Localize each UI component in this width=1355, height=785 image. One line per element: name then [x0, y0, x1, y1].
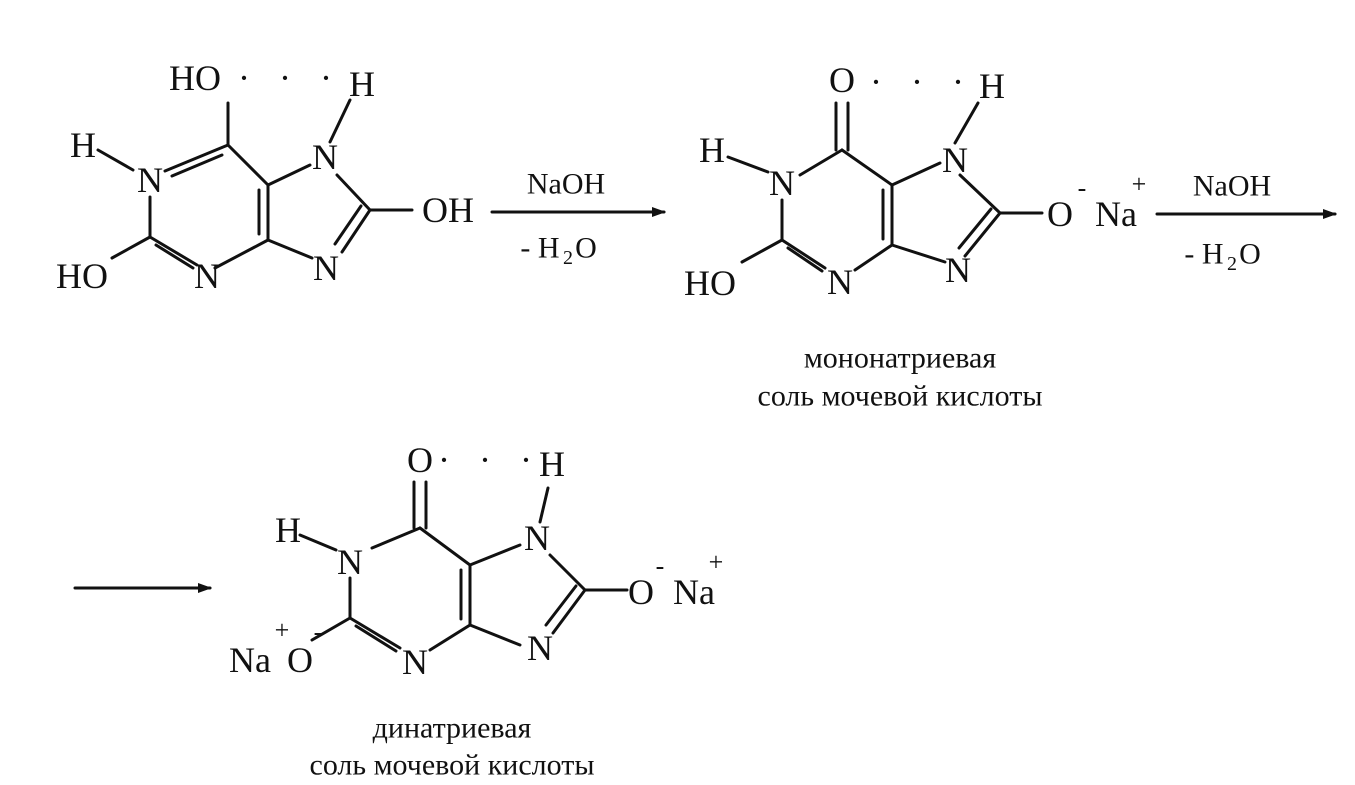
charge-label: + — [1132, 170, 1147, 199]
hydrogen-bond-dots: · · · — [870, 62, 974, 102]
charge-label: - — [1078, 174, 1087, 203]
atom-label: H — [275, 510, 301, 550]
atom-label: Na — [1095, 194, 1137, 234]
reaction-arrow-1: NaOH - H 2 O — [490, 168, 666, 269]
atom-label: N — [527, 628, 553, 668]
atom-label: N — [137, 160, 163, 200]
atom-label: HO — [169, 58, 221, 98]
atom-label: N — [337, 542, 363, 582]
atom-label: H — [349, 64, 375, 104]
reagent-subscript: 2 — [563, 247, 573, 269]
caption-line: мононатриевая — [804, 342, 997, 375]
disodium-urate-structure: O · · · H H N N O - Na + Na + O - N N — [229, 440, 723, 682]
atom-label: O — [628, 572, 654, 612]
atom-label: HO — [684, 263, 736, 303]
atom-label: H — [539, 444, 565, 484]
caption-line: динатриевая — [373, 712, 532, 745]
atom-label: H — [70, 125, 96, 165]
charge-label: + — [709, 548, 724, 577]
atom-label: OH — [422, 190, 474, 230]
atom-label: N — [769, 163, 795, 203]
reaction-arrow-2: NaOH - H 2 O — [1155, 170, 1337, 275]
reagent-label: - H — [520, 232, 559, 265]
atom-label: N — [524, 518, 550, 558]
atom-label: N — [945, 250, 971, 290]
atom-label: N — [312, 137, 338, 177]
atom-label: N — [402, 642, 428, 682]
monosodium-urate-structure: O · · · H H N N O - Na + HO N N — [684, 60, 1146, 303]
atom-label: O — [1047, 194, 1073, 234]
atom-label: N — [827, 262, 853, 302]
atom-label: HO — [56, 256, 108, 296]
reagent-label: O — [1239, 238, 1261, 271]
atom-label: Na — [673, 572, 715, 612]
hydrogen-bond-dots: · · · — [438, 440, 542, 480]
reagent-label: O — [575, 232, 597, 265]
atom-label: Na — [229, 640, 271, 680]
charge-label: - — [656, 552, 665, 581]
uric-acid-structure: HO · · · H H N N OH HO N N — [56, 58, 474, 296]
charge-label: - — [314, 618, 323, 647]
atom-label: H — [699, 130, 725, 170]
atom-label: O — [407, 440, 433, 480]
reagent-subscript: 2 — [1227, 253, 1237, 275]
caption-line: соль мочевой кислоты — [758, 380, 1043, 413]
reagent-label: NaOH — [1193, 170, 1271, 203]
reagent-label: NaOH — [527, 168, 605, 201]
reagent-label: - H — [1184, 238, 1223, 271]
atom-label: H — [979, 66, 1005, 106]
atom-label: O — [287, 640, 313, 680]
hydrogen-bond-dots: · · · — [238, 58, 342, 98]
atom-label: N — [194, 256, 220, 296]
charge-label: + — [275, 616, 290, 645]
atom-label: N — [942, 140, 968, 180]
atom-label: O — [829, 60, 855, 100]
caption-line: соль мочевой кислоты — [310, 749, 595, 782]
atom-label: N — [313, 248, 339, 288]
